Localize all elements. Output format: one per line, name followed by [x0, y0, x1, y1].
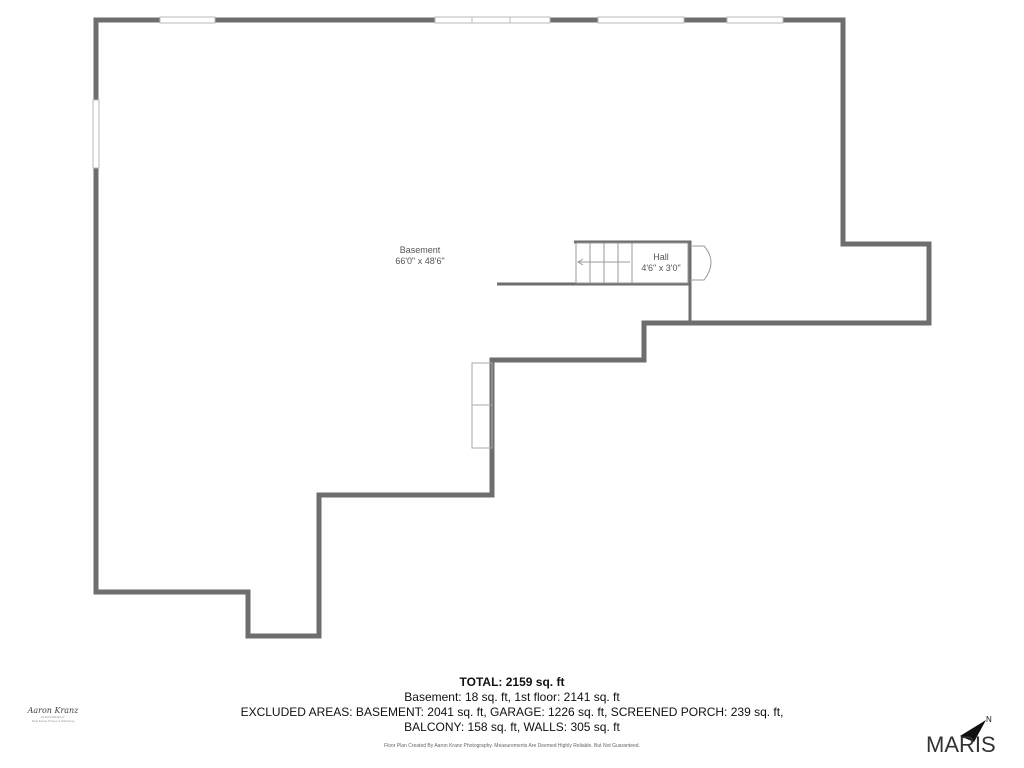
fixture	[471, 362, 493, 449]
outer-wall	[93, 17, 932, 639]
room-dims: 4'6" x 3'0"	[641, 263, 681, 273]
interior-wall	[497, 240, 692, 323]
room-dims: 66'0" x 48'6"	[395, 256, 445, 266]
photographer-signature: Aaron Kranz PHOTOGRAPHY Real Estate Phot…	[20, 706, 86, 723]
windows	[92, 16, 784, 169]
stairs	[575, 242, 689, 284]
excluded-areas: EXCLUDED AREAS: BASEMENT: 2041 sq. ft, G…	[240, 705, 784, 719]
room-name: Basement	[399, 245, 441, 255]
disclaimer: Floor Plan Created By Aaron Kranz Photog…	[384, 743, 640, 749]
signature-name: Aaron Kranz	[27, 706, 79, 715]
signature-sub1: PHOTOGRAPHY	[41, 715, 65, 719]
total-area: TOTAL: 2159 sq. ft	[459, 675, 565, 689]
room-label-hall: Hall 4'6" x 3'0"	[630, 252, 692, 274]
room-name: Hall	[653, 252, 669, 262]
excluded-areas-continued: BALCONY: 158 sq. ft, WALLS: 305 sq. ft	[404, 720, 620, 734]
area-breakdown: Basement: 18 sq. ft, 1st floor: 2141 sq.…	[404, 690, 620, 704]
room-label-basement: Basement 66'0" x 48'6"	[370, 245, 470, 267]
door-swing	[690, 245, 712, 281]
compass-label: N	[986, 715, 992, 724]
north-arrow-icon: N	[960, 715, 992, 742]
signature-sub2: Real Estate Photos & Marketing	[31, 719, 75, 723]
brand-logo: MARIS	[926, 732, 996, 757]
